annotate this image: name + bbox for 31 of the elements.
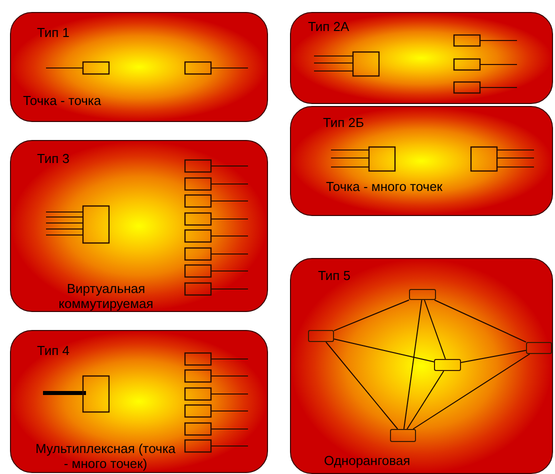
type-panel bbox=[10, 12, 268, 122]
connection-type-label: Точка - много точек bbox=[326, 179, 444, 194]
connection-type-label: Точка - точка bbox=[23, 93, 102, 108]
connection-line bbox=[434, 300, 526, 343]
connection-type-label: Мультиплексная (точка - много точек) bbox=[34, 441, 177, 471]
type-panel bbox=[10, 140, 268, 312]
connection-line bbox=[412, 354, 530, 430]
type-title: Тип 4 bbox=[37, 343, 70, 358]
connection-line bbox=[406, 370, 444, 430]
type-title: Тип 3 bbox=[37, 151, 70, 166]
type-panel bbox=[10, 330, 268, 473]
connection-line bbox=[334, 300, 410, 332]
node-box bbox=[390, 429, 416, 442]
connection-type-label: Одноранговая bbox=[324, 453, 412, 468]
type-title: Тип 1 bbox=[37, 25, 70, 40]
type-panel bbox=[290, 12, 553, 104]
connection-line bbox=[334, 338, 434, 362]
type-panel bbox=[290, 106, 553, 216]
connection-line bbox=[460, 350, 526, 363]
connection-line bbox=[403, 300, 422, 430]
type-title: Тип 2А bbox=[308, 19, 350, 34]
connection-line bbox=[325, 342, 398, 430]
type-panel bbox=[290, 258, 553, 474]
connection-line bbox=[424, 300, 446, 360]
node-box bbox=[409, 289, 436, 300]
node-box bbox=[308, 330, 334, 342]
node-box bbox=[526, 342, 552, 354]
type-title: Тип 2Б bbox=[323, 115, 364, 130]
type-title: Тип 5 bbox=[318, 268, 351, 283]
connection-type-label: Виртуальная коммутируемая bbox=[58, 281, 154, 311]
node-box bbox=[434, 359, 461, 371]
